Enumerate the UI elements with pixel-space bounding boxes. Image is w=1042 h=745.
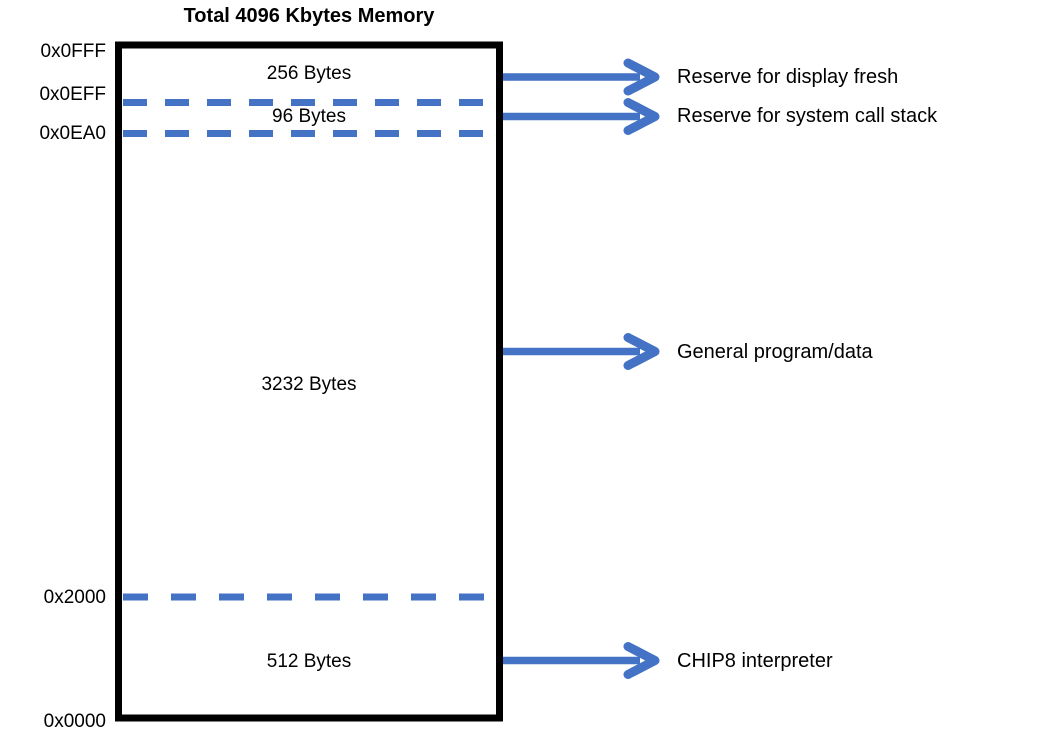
annotation-call-stack: Reserve for system call stack: [677, 105, 938, 127]
segment-size-interpreter: 512 Bytes: [266, 651, 352, 672]
address-label-0x2000: 0x2000: [43, 587, 106, 608]
memory-box-outline: [115, 41, 503, 722]
address-label-0x0FFF: 0x0FFF: [40, 41, 106, 62]
annotation-interpreter: CHIP8 interpreter: [677, 650, 833, 672]
arrow-display-fresh: [503, 58, 660, 96]
arrow-chip8-interpreter: [503, 642, 660, 679]
annotation-display-fresh: Reserve for display fresh: [677, 66, 899, 88]
address-label-0x0000: 0x0000: [43, 711, 106, 732]
arrow-general-program-data: [503, 333, 660, 370]
segment-size-program-data: 3232 Bytes: [261, 374, 357, 395]
segment-size-call-stack: 96 Bytes: [272, 106, 346, 127]
address-label-0x0EA0: 0x0EA0: [39, 123, 106, 144]
segment-size-display-fresh: 256 Bytes: [266, 63, 352, 84]
address-label-0x0EFF: 0x0EFF: [39, 84, 106, 105]
annotation-program-data: General program/data: [677, 341, 873, 363]
diagram-title: Total 4096 Kbytes Memory: [183, 5, 435, 27]
arrow-system-call-stack: [503, 98, 660, 135]
